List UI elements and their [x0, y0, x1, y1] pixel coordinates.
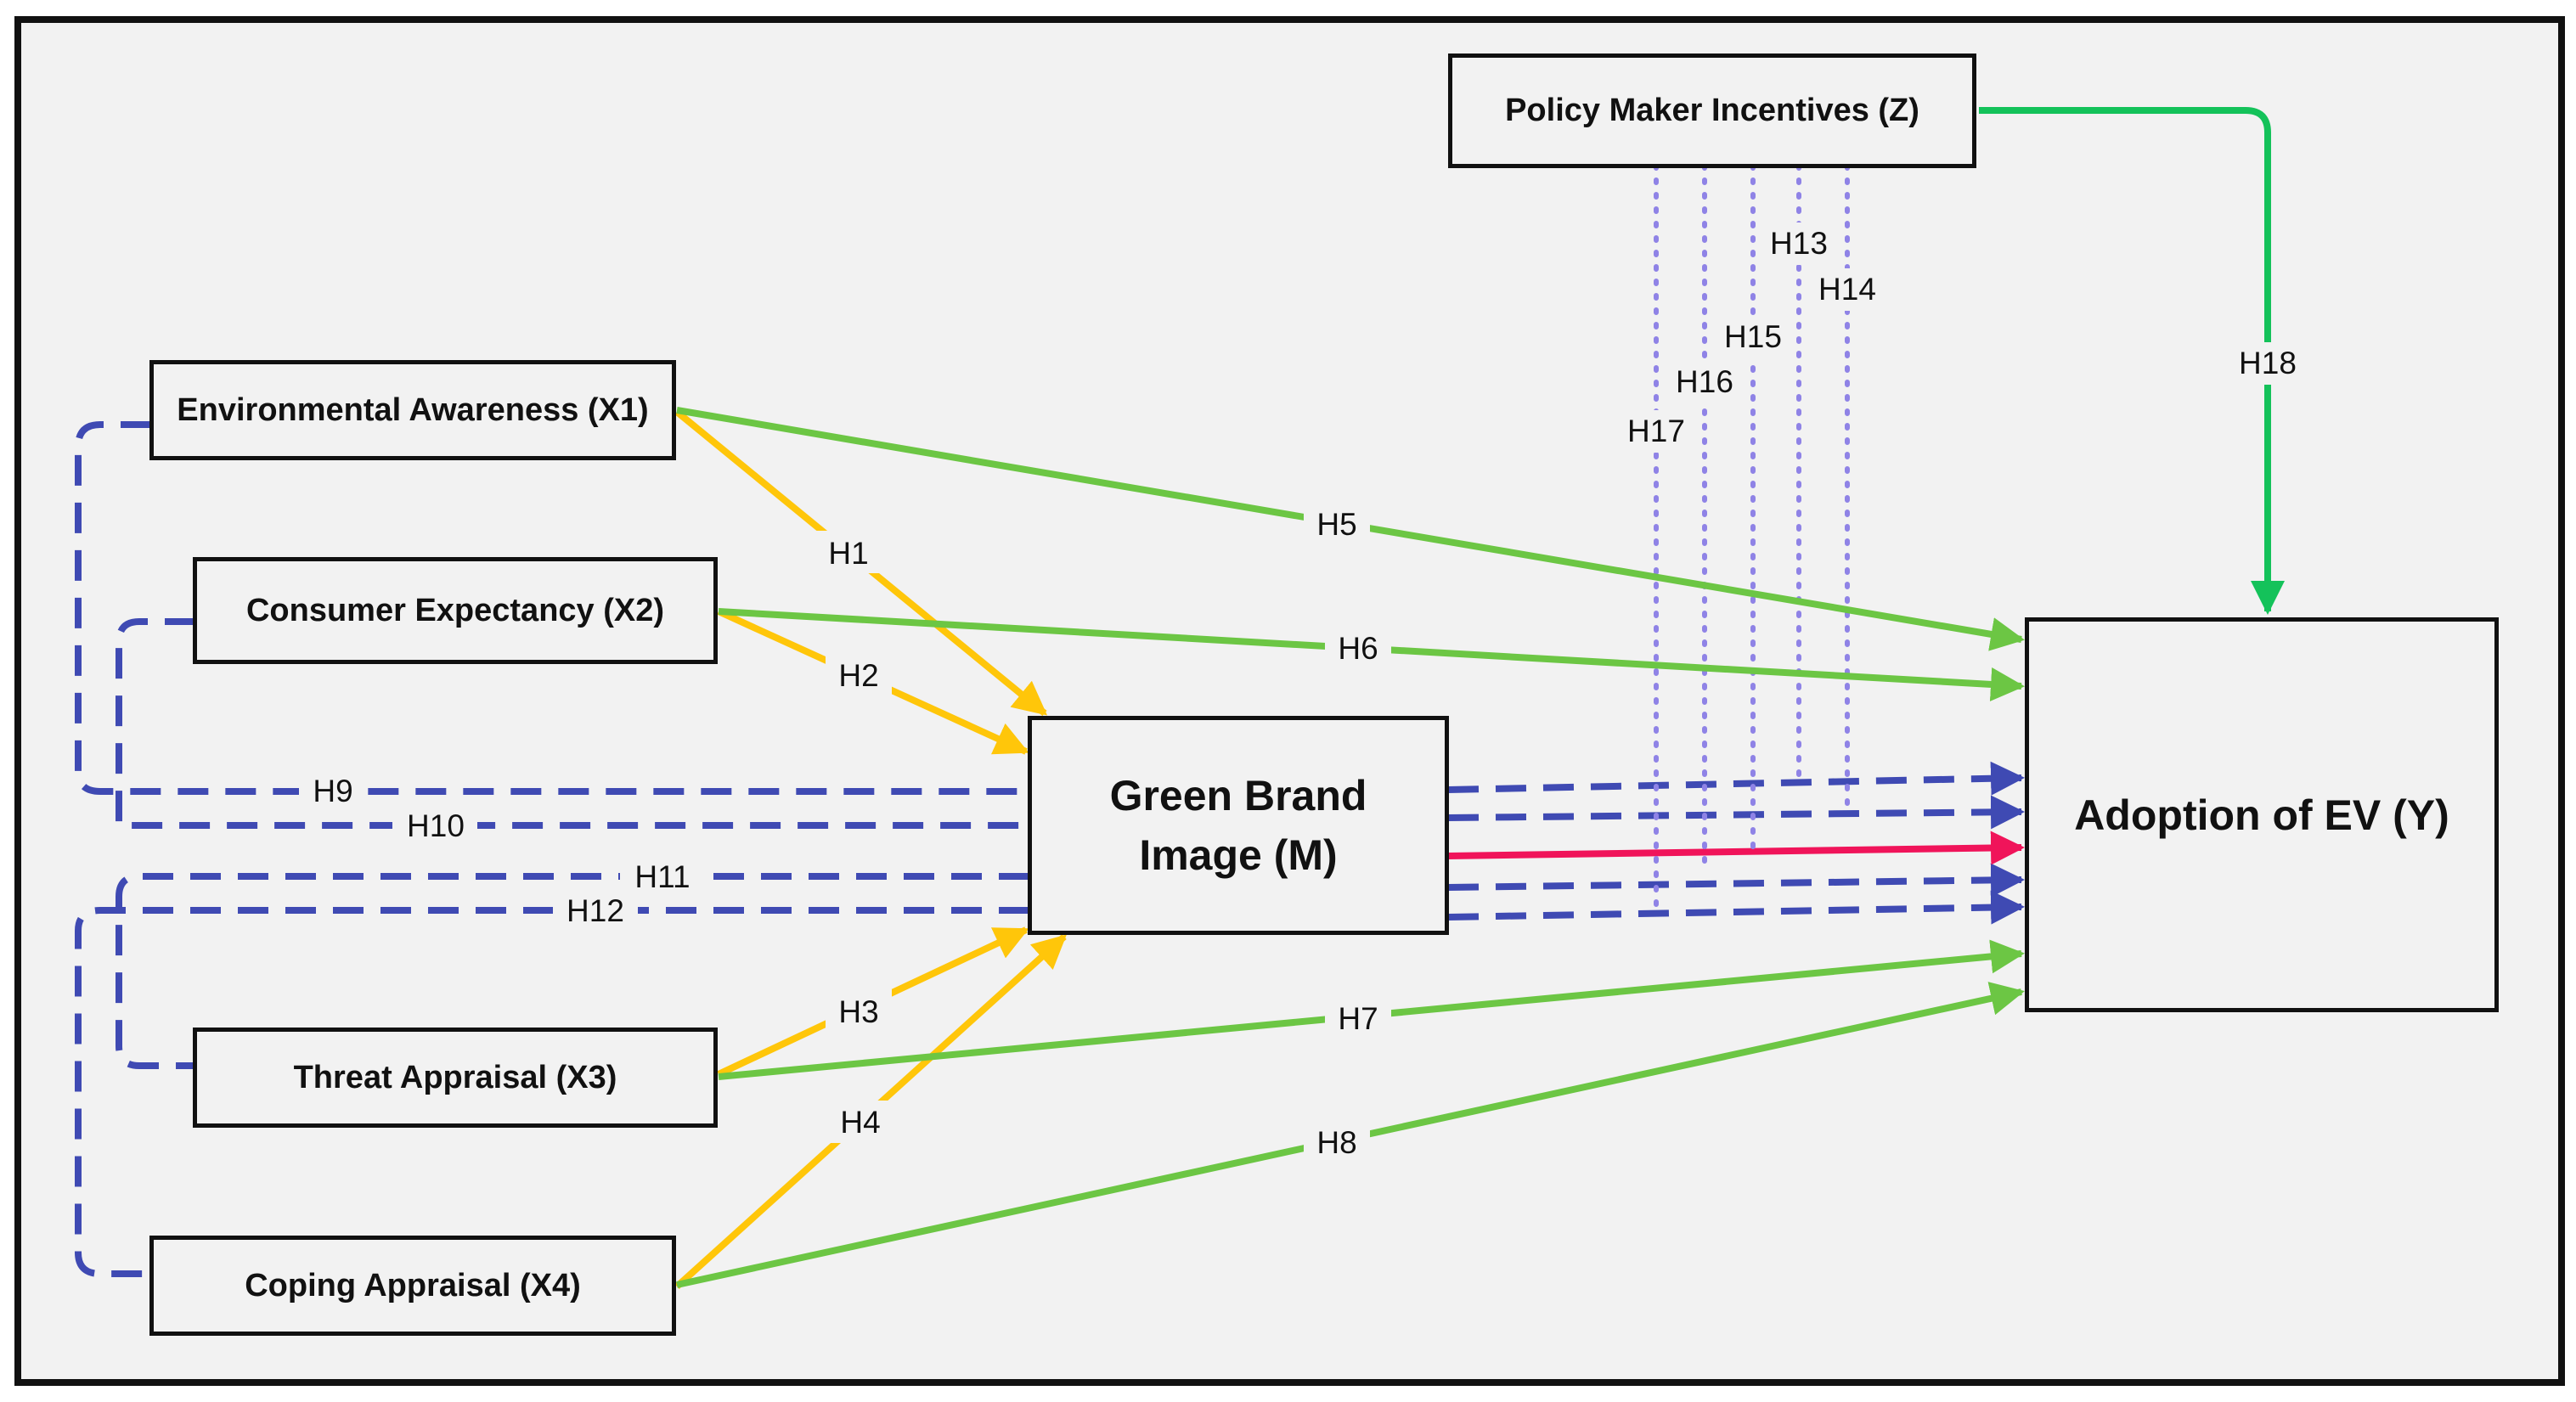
- path-h10: [116, 618, 1029, 829]
- label-h6: H6: [1338, 631, 1378, 666]
- node-label: Adoption of EV (Y): [2074, 791, 2449, 839]
- path-h12: [75, 907, 1029, 1277]
- node-coping-appraisal: Coping Appraisal (X4): [149, 1236, 676, 1336]
- path-h11: [116, 873, 1029, 1069]
- path-h10-out: [1447, 795, 2025, 830]
- label-h18: H18: [2239, 346, 2297, 380]
- label-h4: H4: [840, 1105, 880, 1140]
- node-label: Environmental Awareness (X1): [177, 391, 649, 428]
- node-label: Coping Appraisal (X4): [245, 1267, 581, 1303]
- label-h3: H3: [838, 994, 878, 1029]
- label-h13: H13: [1770, 226, 1828, 261]
- node-label: Consumer Expectancy (X2): [245, 592, 665, 628]
- label-h8: H8: [1316, 1125, 1356, 1160]
- node-environmental-awareness: Environmental Awareness (X1): [149, 360, 676, 460]
- hypothesis-labels: H1 H2 H3 H4 H5 H6 H7 H8 H9 H10 H11 H12 H…: [299, 222, 2310, 1163]
- node-threat-appraisal: Threat Appraisal (X3): [193, 1028, 718, 1128]
- label-h7: H7: [1338, 1001, 1378, 1036]
- label-h12: H12: [566, 893, 624, 928]
- node-policy-maker-incentives: Policy Maker Incentives (Z): [1448, 53, 1976, 168]
- label-h11: H11: [634, 859, 690, 894]
- node-green-brand-image: Green Brand Image (M): [1028, 716, 1449, 935]
- label-h1: H1: [828, 536, 868, 571]
- path-h9: [75, 421, 1029, 795]
- node-adoption-of-ev: Adoption of EV (Y): [2025, 617, 2499, 1012]
- node-label: Green Brand Image (M): [1109, 772, 1367, 879]
- path-h18: [1979, 107, 2285, 615]
- label-h2: H2: [838, 658, 878, 693]
- label-h15: H15: [1724, 319, 1782, 354]
- path-m-to-y: [1447, 831, 2025, 865]
- node-label: Policy Maker Incentives (Z): [1505, 93, 1919, 128]
- path-h11-out: [1447, 863, 2025, 898]
- node-label: Threat Appraisal (X3): [293, 1059, 617, 1095]
- label-h17: H17: [1627, 414, 1685, 448]
- path-h9-out: [1447, 761, 2025, 796]
- node-consumer-expectancy: Consumer Expectancy (X2): [193, 557, 718, 664]
- path-h12-out: [1447, 890, 2025, 925]
- label-h5: H5: [1316, 507, 1356, 542]
- label-h16: H16: [1676, 364, 1733, 399]
- label-h9: H9: [313, 774, 352, 808]
- label-h10: H10: [407, 808, 465, 843]
- label-h14: H14: [1818, 272, 1876, 307]
